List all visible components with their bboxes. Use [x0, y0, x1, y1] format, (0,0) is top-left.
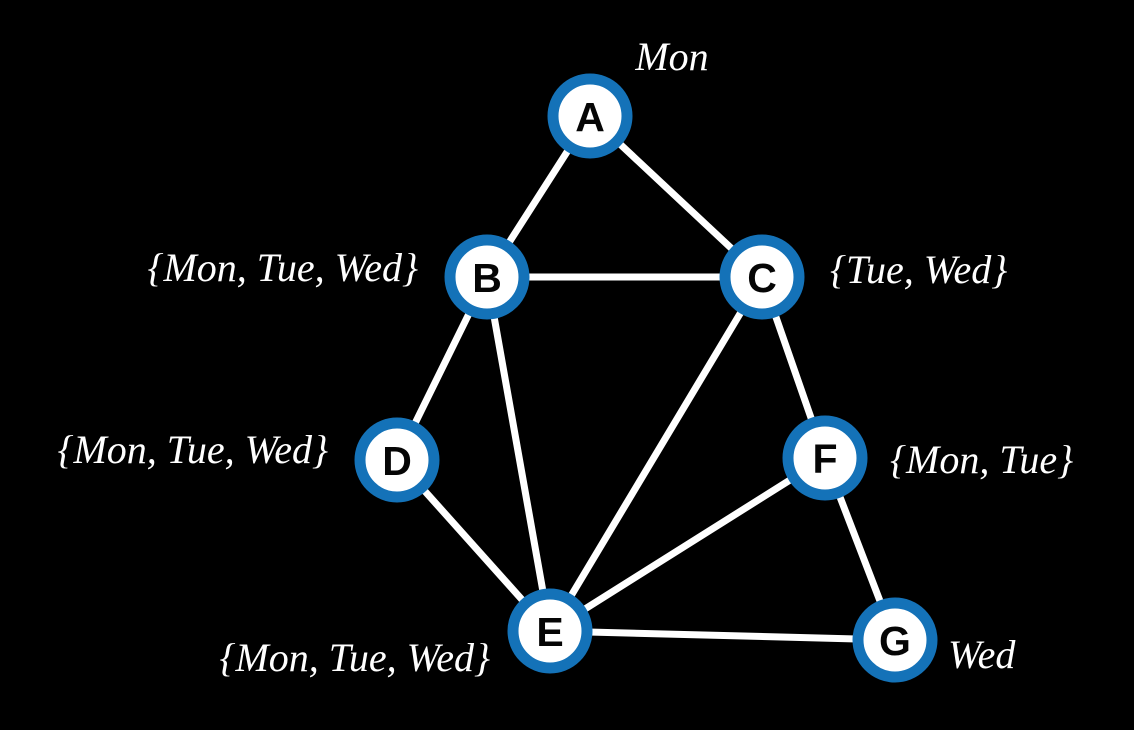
node-B-domain-label: {Mon, Tue, Wed}: [147, 245, 418, 290]
node-E-circle: [507, 588, 593, 674]
node-A-letter: A: [575, 94, 605, 140]
node-C-letter: C: [747, 255, 777, 301]
edges-layer: [393, 112, 899, 644]
node-G: G: [852, 597, 938, 683]
node-D-domain-label: {Mon, Tue, Wed}: [57, 427, 328, 472]
node-A-circle: [547, 73, 633, 159]
node-D: D: [354, 417, 440, 503]
labels-layer: Mon {Mon, Tue, Wed} {Tue, Wed} {Mon, Tue, W…: [57, 34, 1073, 680]
node-C-domain-label: {Tue, Wed}: [830, 247, 1007, 292]
node-B-letter: B: [472, 255, 502, 301]
node-E: E: [507, 588, 593, 674]
node-C-circle: [719, 234, 805, 320]
node-G-letter: G: [879, 618, 911, 664]
node-F-domain-label: {Mon, Tue}: [890, 437, 1073, 482]
node-E-domain-label: {Mon, Tue, Wed}: [219, 635, 490, 680]
node-D-circle: [354, 417, 440, 503]
node-B: B: [444, 234, 530, 320]
edge-B-E: [483, 273, 554, 635]
node-E-letter: E: [536, 609, 563, 655]
edge-C-E: [546, 273, 766, 635]
edge-E-G: [546, 627, 899, 644]
nodes-layer: A B C D F E G: [354, 73, 938, 683]
node-G-circle: [852, 597, 938, 683]
node-F-circle: [782, 415, 868, 501]
edge-E-F: [546, 454, 829, 635]
node-D-letter: D: [382, 438, 412, 484]
node-C: C: [719, 234, 805, 320]
node-F-letter: F: [812, 436, 837, 482]
node-F: F: [782, 415, 868, 501]
node-A-domain-label: Mon: [634, 34, 708, 79]
node-G-domain-label: Wed: [948, 632, 1016, 677]
node-B-circle: [444, 234, 530, 320]
node-A: A: [547, 73, 633, 159]
